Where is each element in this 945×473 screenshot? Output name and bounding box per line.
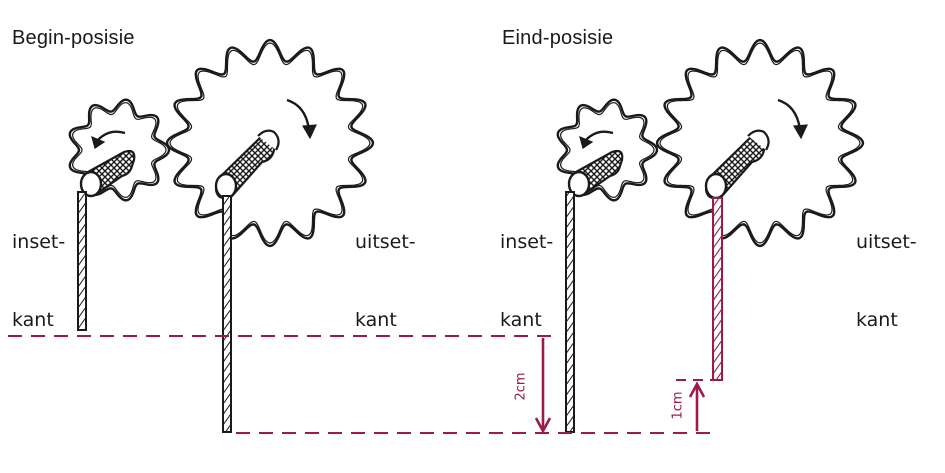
label-line: inset- bbox=[500, 231, 554, 253]
measure-label-2cm: 2cm bbox=[513, 372, 529, 401]
infeed-roller bbox=[79, 149, 136, 198]
label-line: kant bbox=[500, 309, 542, 331]
outfeed-roller bbox=[214, 129, 280, 200]
infeed-label-begin: inset- kant bbox=[12, 177, 65, 385]
big-gear-icon-inner bbox=[659, 42, 861, 244]
arrow-down-icon bbox=[534, 338, 552, 434]
label-line: kant bbox=[355, 309, 397, 331]
label-line: inset- bbox=[12, 231, 66, 253]
label-line: kant bbox=[12, 309, 54, 331]
panel-title-end: Eind-posisie bbox=[502, 27, 614, 49]
begin-panel bbox=[77, 98, 317, 433]
outfeed-wire bbox=[222, 195, 232, 433]
infeed-label-end: inset- kant bbox=[500, 177, 553, 385]
end-panel bbox=[565, 98, 808, 433]
small-gear-icon-inner bbox=[72, 102, 167, 198]
stretched-wire-segment bbox=[712, 197, 723, 381]
outfeed-label-begin: uitset- kant bbox=[355, 177, 416, 385]
label-line: uitset- bbox=[355, 231, 416, 253]
infeed-roller bbox=[567, 149, 624, 198]
arrow-up-icon bbox=[688, 381, 706, 431]
reference-lines bbox=[8, 335, 722, 434]
small-gear-icon-inner bbox=[560, 102, 655, 198]
measure-label-1cm: 1cm bbox=[670, 391, 686, 420]
label-line: uitset- bbox=[856, 231, 917, 253]
label-line: kant bbox=[856, 309, 898, 331]
panel-title-begin: Begin-posisie bbox=[12, 27, 135, 49]
infeed-wire bbox=[565, 191, 575, 433]
big-gear-icon-inner bbox=[169, 42, 371, 244]
infeed-wire bbox=[77, 191, 87, 331]
outfeed-label-end: uitset- kant bbox=[856, 177, 917, 385]
